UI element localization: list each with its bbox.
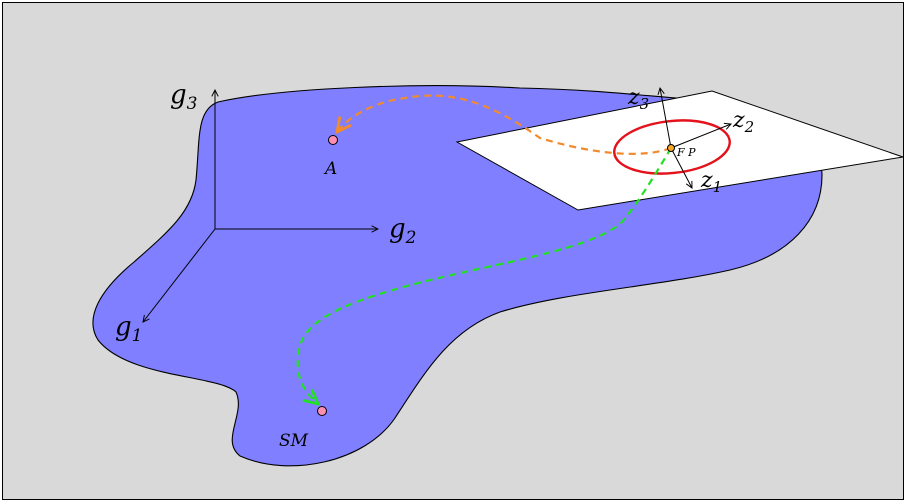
z3-axis bbox=[660, 88, 672, 149]
point-FP-label: F P bbox=[676, 146, 696, 159]
g1-axis bbox=[143, 228, 216, 322]
tangent-plane bbox=[455, 90, 904, 211]
point-SM bbox=[317, 406, 327, 416]
point-FP bbox=[667, 144, 675, 152]
point-A bbox=[328, 135, 338, 145]
z1-label: z1 bbox=[700, 168, 722, 196]
z2-axis bbox=[670, 124, 731, 149]
g3-label: g3 bbox=[170, 80, 197, 114]
neighborhood-circle bbox=[613, 119, 731, 175]
point-SM-label: SM bbox=[279, 431, 309, 451]
point-A-label: A bbox=[323, 159, 337, 179]
z3-label: z3 bbox=[627, 85, 649, 113]
g1-label: g1 bbox=[115, 312, 142, 346]
z2-label: z2 bbox=[732, 108, 754, 136]
path-to-SM bbox=[296, 147, 672, 404]
g2-label: g2 bbox=[389, 214, 416, 248]
z1-axis bbox=[670, 147, 692, 188]
